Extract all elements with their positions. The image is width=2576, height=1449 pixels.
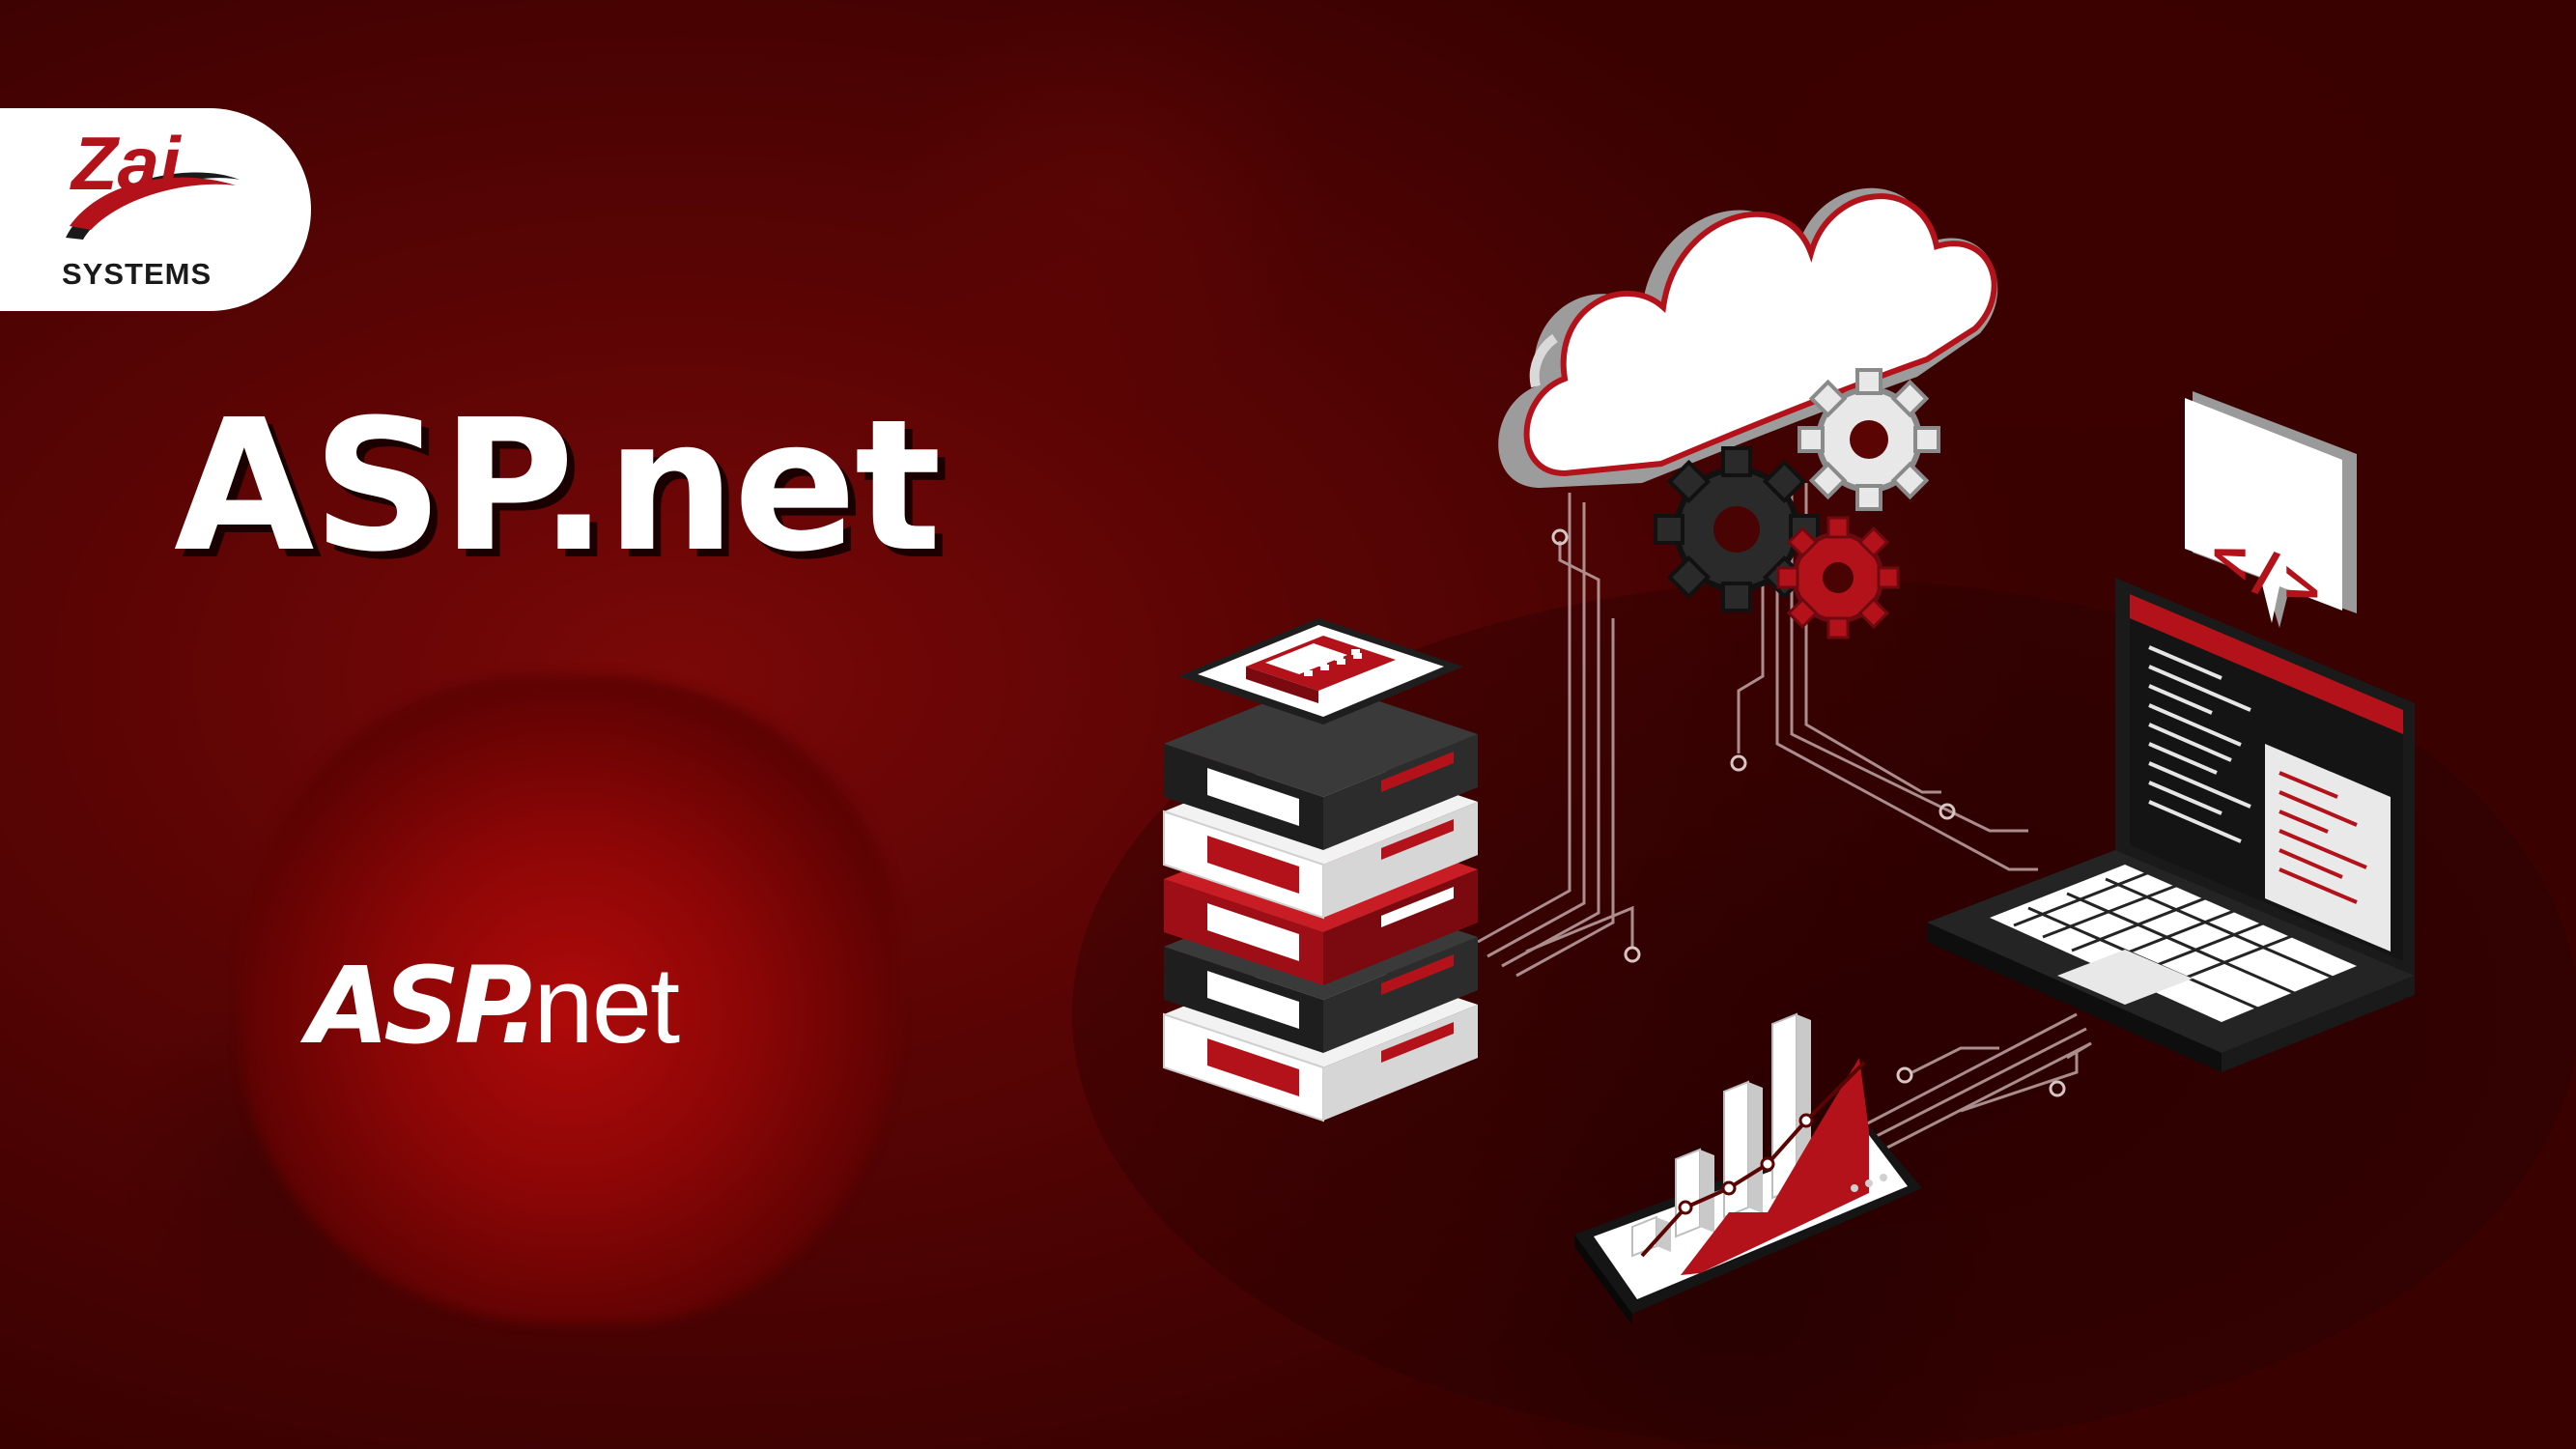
code-bubble-icon: </>: [2185, 391, 2357, 629]
zai-logo-icon: Zai: [66, 122, 240, 240]
product-logo-light: net: [533, 945, 680, 1065]
logo-badge: [0, 108, 311, 311]
logo-subtitle: SYSTEMS: [62, 257, 212, 291]
product-logo-bold: ASP.: [307, 944, 539, 1067]
chart-bars: [1631, 1012, 1811, 1258]
cloud-icon: [1498, 187, 1998, 488]
analytics-tablet-icon: [1574, 1012, 1922, 1325]
server-stack-icon: [1163, 618, 1478, 1122]
server-unit: [1164, 681, 1478, 850]
page-title: ASP.net: [174, 381, 942, 592]
calculator-icon: [1246, 636, 1396, 703]
gear-icon: [1776, 516, 1900, 639]
logo-blob: [241, 676, 898, 1323]
product-logo: ASP.net: [307, 952, 867, 1060]
laptop-icon: [1927, 578, 2415, 1072]
logo-z-letter: Zai: [70, 122, 182, 206]
gear-icon: [1798, 368, 1940, 511]
code-lines: [2148, 645, 2251, 843]
